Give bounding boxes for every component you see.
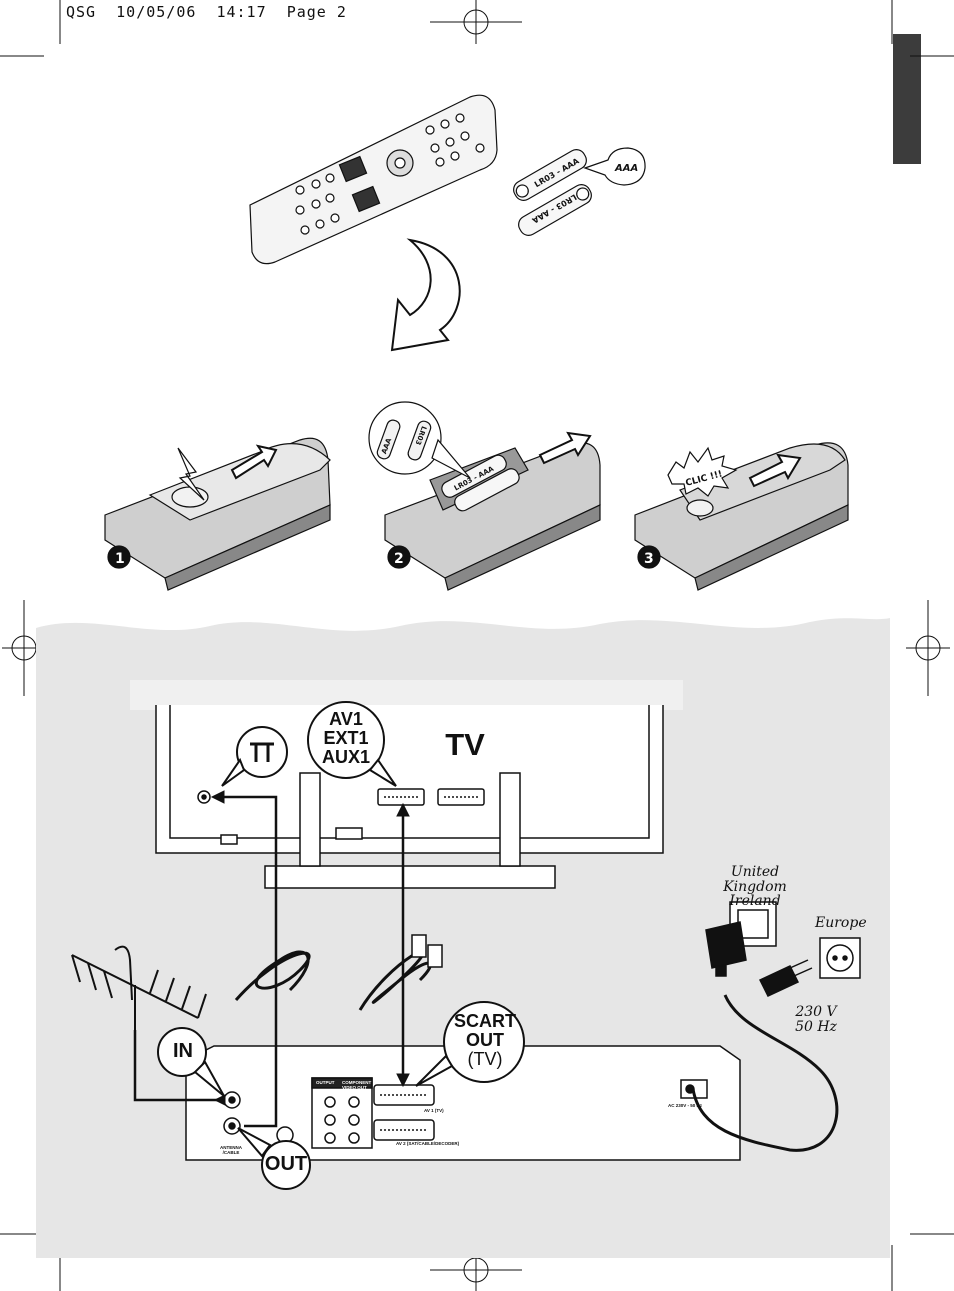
aaa-badge-text: AAA [614,163,638,174]
step-2-illustration: LR03 - AAA AAA LR03 2 [368,401,601,591]
in-bubble [157,1027,225,1097]
mains-cable [691,994,839,1152]
aaa-speech-bubble [583,147,646,186]
step-3-badge [637,545,661,569]
step-2-number: 2 [394,551,404,567]
tv-title: TV [445,727,485,762]
remote-control [249,94,498,265]
component-output-panel [311,1077,373,1149]
out-bubble [237,1127,311,1190]
scart-out-bubble-text: SCART OUT (TV) [454,1011,516,1069]
av2-port-label: AV 2 (SAT/CABLE/DECODER) [396,1141,460,1146]
flip-arrow [390,238,461,352]
component-label: COMPONENT VIDEO OUT [342,1080,372,1090]
av1-scart-bubble [307,701,397,787]
aaa-batteries: LR03 - AAA LR03 - AAA AAA [513,147,646,236]
step-2-badge [387,545,411,569]
in-bubble-text: IN [173,1040,193,1062]
europe-label: Europe [815,915,867,931]
connection-cables [133,790,839,1152]
rooftop-antenna [71,945,207,1030]
step-3-number: 3 [644,551,654,567]
antenna-cable-label: ANTENNA /CABLE [220,1145,242,1155]
uk-ireland-label: United Kingdom Ireland [723,864,787,910]
scart-out-bubble [415,1001,525,1087]
tv-stand-base [264,865,556,889]
clic-starburst [667,446,738,497]
registration-mark-right [906,600,950,696]
registration-mark-top [430,0,522,44]
antenna-symbol-bubble [221,726,288,787]
power-label: AC 230V - 50 Hz [668,1103,703,1108]
av1-bubble-text: AV1 EXT1 AUX1 [321,709,370,767]
uk-plug-and-socket [705,901,777,977]
battery-1 [513,149,587,201]
out-bubble-text: OUT [264,1153,308,1175]
output-label: OUTPUT [316,1080,335,1085]
av1-port-label: AV 1 (TV) [424,1108,444,1113]
battery-2 [518,184,592,236]
step-3-illustration: CLIC !!! 3 [634,442,849,591]
step-1-badge [107,545,131,569]
step-1-number: 1 [115,551,125,567]
print-slug-header: QSG 10/05/06 14:17 Page 2 [66,3,347,21]
recorder-unit [185,1045,741,1161]
europe-plug-and-socket [758,937,861,997]
step-1-illustration: 1 [104,437,331,591]
battery-polarity-bubble [368,401,442,475]
antenna-to-in-cable [133,1030,220,1102]
mains-supply-label: 230 V 50 Hz [795,1004,837,1035]
